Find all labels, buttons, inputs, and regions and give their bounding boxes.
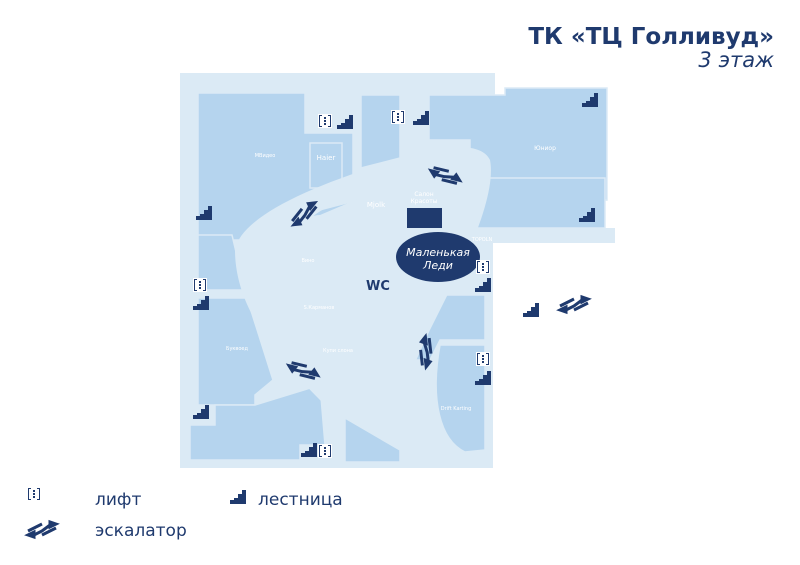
store-drift[interactable]	[435, 344, 486, 453]
legend-stairs-icon	[230, 490, 246, 504]
map-title: ТК «ТЦ Голливуд» 3 этаж	[528, 24, 774, 72]
escalator-icon	[558, 295, 590, 314]
label-salon-2: Красоты	[411, 198, 438, 205]
label-junior: Юниор	[534, 145, 556, 152]
lift-icon	[318, 444, 332, 458]
floor-label: 3 этаж	[698, 48, 774, 72]
legend-escalator-icon	[26, 520, 58, 539]
wc-label: WC	[366, 279, 390, 294]
logo-text-1: Маленькая	[406, 246, 470, 259]
store-block[interactable]	[189, 384, 326, 461]
malenkaya-ledi-logo[interactable]	[396, 232, 480, 282]
legend-lift-icon	[27, 487, 41, 501]
store-block[interactable]	[360, 94, 401, 169]
lift-icon	[391, 110, 405, 124]
stairs-icon	[523, 303, 539, 317]
mall-name: ТК «ТЦ Голливуд»	[528, 24, 774, 50]
label-kupi: Купи слона	[323, 348, 353, 354]
lift-icon	[476, 260, 490, 274]
label-mvideo: МВидео	[255, 153, 276, 159]
legend-lift-label: лифт	[95, 490, 142, 510]
legend-stairs-label: лестница	[258, 490, 343, 510]
label-drift: Drift Karting	[441, 406, 472, 412]
label-haier: Haier	[317, 154, 336, 162]
logo-text-2: Леди	[422, 259, 453, 272]
store-dark-block	[407, 208, 442, 228]
label-mjolk: Mjolk	[367, 201, 386, 209]
label-salon-1: Салон	[414, 191, 433, 198]
label-karmanov: S.Карманов	[304, 305, 335, 311]
lift-icon	[318, 114, 332, 128]
lift-icon	[193, 278, 207, 292]
legend-escalator-label: эскалатор	[95, 521, 187, 541]
label-bukvoed: Буквоед	[226, 346, 248, 352]
label-topoln: TOPOLN	[471, 237, 493, 243]
lift-icon	[476, 352, 490, 366]
label-vino: Вино	[301, 258, 314, 264]
store-block[interactable]	[344, 416, 401, 463]
